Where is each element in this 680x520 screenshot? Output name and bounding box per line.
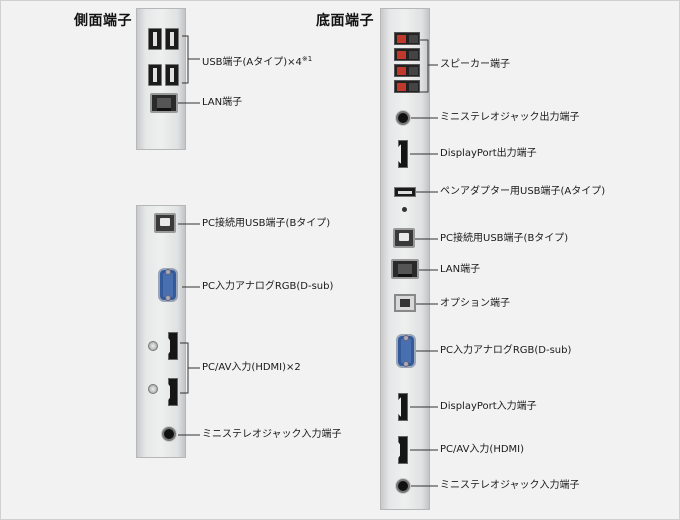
speaker-terminal-2 — [394, 48, 420, 61]
label-side-usb-b: PC接続用USB端子(Bタイプ) — [202, 218, 331, 229]
label-bottom-dsub: PC入力アナログRGB(D-sub) — [440, 345, 572, 356]
usb-a-port-2 — [165, 28, 179, 50]
mini-jack-in-bottom — [396, 479, 410, 493]
label-side-hdmi: PC/AV入力(HDMI)×2 — [202, 362, 301, 373]
label-bottom-option: オプション端子 — [440, 298, 510, 309]
usb-a-port-4 — [165, 64, 179, 86]
usb-b-port-side — [154, 213, 176, 233]
side-panel-bottom — [136, 205, 186, 458]
label-side-lan: LAN端子 — [202, 97, 243, 108]
label-bottom-dp-out: DisplayPort出力端子 — [440, 148, 537, 159]
option-port — [394, 294, 416, 312]
speaker-terminal-4 — [394, 80, 420, 93]
label-bottom-usb-b: PC接続用USB端子(Bタイプ) — [440, 233, 569, 244]
speaker-terminal-3 — [394, 64, 420, 77]
mini-jack-out — [396, 111, 410, 125]
dsub-port-side — [158, 268, 178, 302]
mini-jack-in-side — [162, 427, 176, 441]
pen-usb-indicator — [402, 207, 407, 212]
label-side-mini-in: ミニステレオジャック入力端子 — [202, 429, 342, 440]
usb-a-port-1 — [148, 28, 162, 50]
lan-port-bottom — [391, 259, 419, 279]
label-side-dsub: PC入力アナログRGB(D-sub) — [202, 281, 334, 292]
lan-port-side — [150, 93, 178, 113]
usb-a-port-3 — [148, 64, 162, 86]
pen-usb-a-port — [394, 187, 416, 197]
label-bottom-lan: LAN端子 — [440, 264, 481, 275]
side-title: 側面端子 — [74, 13, 132, 29]
label-bottom-dp-in: DisplayPort入力端子 — [440, 401, 537, 412]
usb-b-port-bottom — [393, 228, 415, 248]
label-bottom-mini-in: ミニステレオジャック入力端子 — [440, 480, 580, 491]
label-side-usb-a: USB端子(Aタイプ)×4※1 — [202, 55, 313, 68]
label-bottom-pen-usb: ペンアダプター用USB端子(Aタイプ) — [440, 186, 606, 197]
dsub-port-bottom — [396, 334, 416, 368]
label-bottom-speaker: スピーカー端子 — [440, 59, 510, 70]
label-bottom-mini-out: ミニステレオジャック出力端子 — [440, 112, 580, 123]
hdmi-screw-2 — [148, 384, 158, 394]
speaker-terminal-1 — [394, 32, 420, 45]
label-bottom-hdmi: PC/AV入力(HDMI) — [440, 444, 525, 455]
bottom-title: 底面端子 — [316, 13, 374, 29]
hdmi-screw-1 — [148, 341, 158, 351]
